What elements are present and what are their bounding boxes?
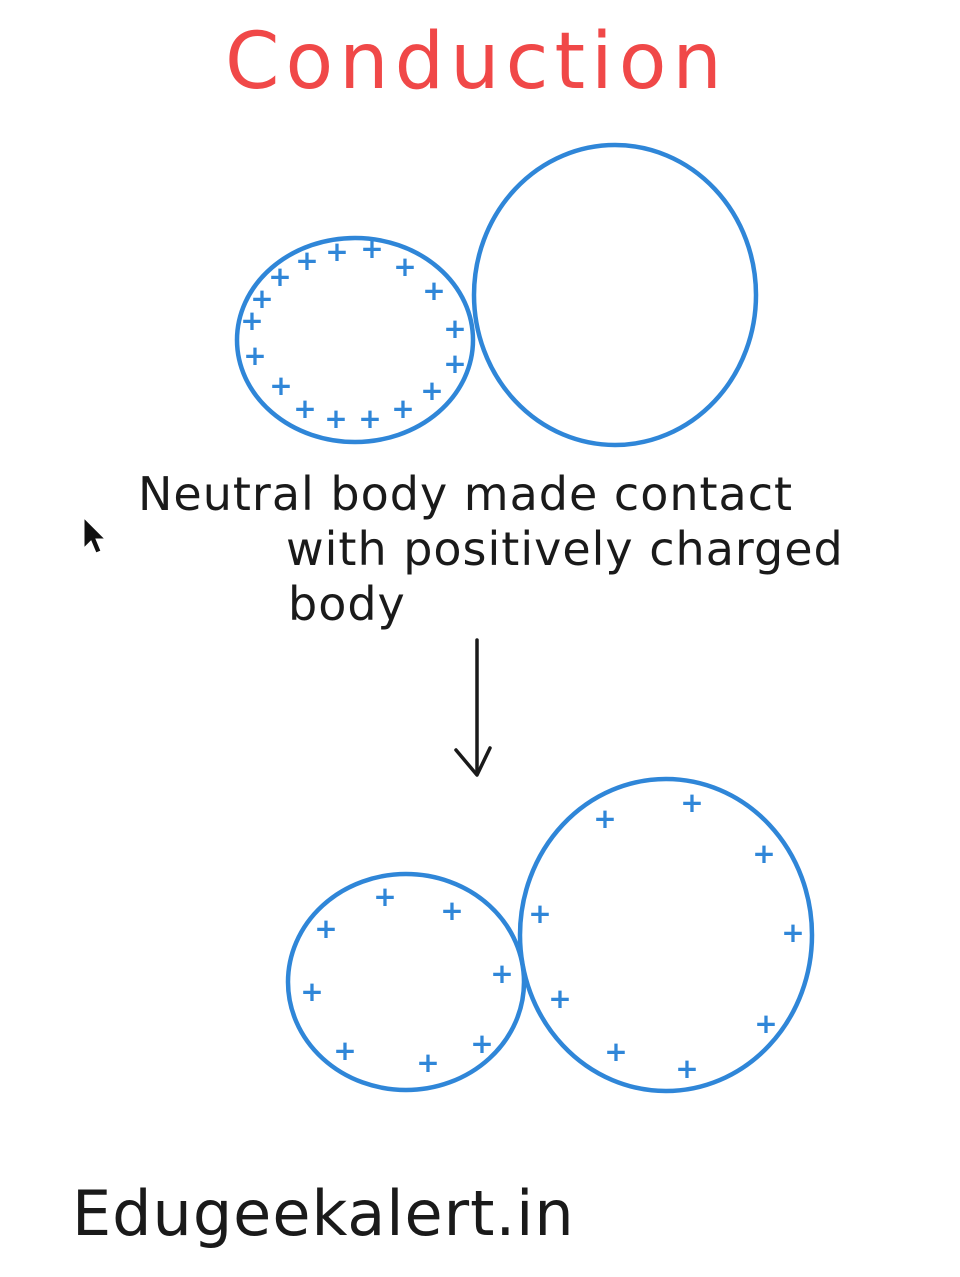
before-contact-group: +++++++++++++++++ — [234, 142, 759, 448]
caption-line-2: with positively charged — [286, 522, 844, 576]
positive-charge: + — [680, 786, 703, 819]
positive-charge: + — [269, 369, 292, 402]
positive-charge: + — [268, 260, 291, 293]
positive-charge: + — [593, 802, 616, 835]
positive-charge: + — [240, 304, 263, 337]
larger-body-after — [517, 776, 815, 1094]
positive-charge: + — [295, 244, 318, 277]
positive-charge: + — [604, 1035, 627, 1068]
after-contact-group: + + + + + + + + + + + + + + + + + — [285, 776, 815, 1094]
positive-charge: + — [391, 392, 414, 425]
positive-charge: + — [548, 982, 571, 1015]
watermark: Edugeekalert.in — [72, 1177, 575, 1250]
positive-charge: + — [293, 392, 316, 425]
positively-charged-body — [234, 235, 476, 445]
positive-charge: + — [440, 894, 463, 927]
positive-charge: + — [325, 235, 348, 268]
positive-charge: + — [393, 250, 416, 283]
caption-line-1: Neutral body made contact — [138, 467, 793, 521]
positive-charge: + — [528, 897, 551, 930]
positive-charge: + — [243, 339, 266, 372]
positive-charge: + — [333, 1034, 356, 1067]
positive-charge: + — [324, 402, 347, 435]
positive-charge: + — [300, 975, 323, 1008]
mouse-pointer-icon — [83, 516, 107, 554]
positive-charge: + — [250, 282, 273, 315]
positive-charge: + — [443, 312, 466, 345]
diagram-title: Conduction — [225, 17, 728, 107]
positive-charge: + — [675, 1052, 698, 1085]
arrow-down-icon — [454, 638, 492, 777]
positive-charge: + — [373, 880, 396, 913]
smaller-body-after — [285, 871, 527, 1093]
charges-after: + + + + + + + + + + + + + + + + + — [300, 786, 804, 1085]
positive-charge: + — [754, 1007, 777, 1040]
positive-charge: + — [416, 1046, 439, 1079]
positive-charge: + — [422, 274, 445, 307]
charges-before: +++++++++++++++++ — [240, 232, 466, 435]
positive-charge: + — [360, 232, 383, 265]
positive-charge: + — [443, 347, 466, 380]
positive-charge: + — [470, 1027, 493, 1060]
positive-charge: + — [752, 837, 775, 870]
positive-charge: + — [781, 916, 804, 949]
caption-line-3: body — [288, 577, 406, 631]
positive-charge: + — [420, 374, 443, 407]
positive-charge: + — [314, 912, 337, 945]
positive-charge: + — [490, 957, 513, 990]
neutral-body — [471, 142, 759, 448]
positive-charge: + — [358, 402, 381, 435]
